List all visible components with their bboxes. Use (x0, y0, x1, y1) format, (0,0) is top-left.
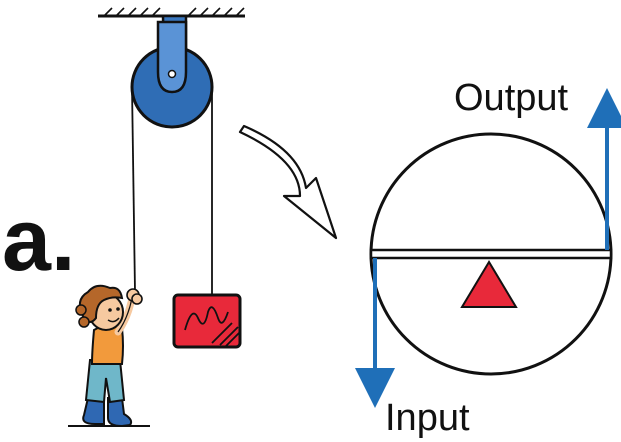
panel-letter: a. (2, 190, 75, 289)
input-label: Input (385, 397, 470, 439)
lever-model (369, 132, 613, 376)
output-label: Output (454, 77, 569, 119)
curved-arrow-icon (238, 124, 338, 240)
rope-left (131, 86, 136, 293)
lever-bar (369, 248, 613, 260)
child-pulling-rope-icon (68, 284, 150, 428)
triangle-fulcrum-icon (460, 260, 518, 308)
weight-block-icon (172, 293, 242, 349)
pulley-wheel-icon (130, 20, 214, 129)
